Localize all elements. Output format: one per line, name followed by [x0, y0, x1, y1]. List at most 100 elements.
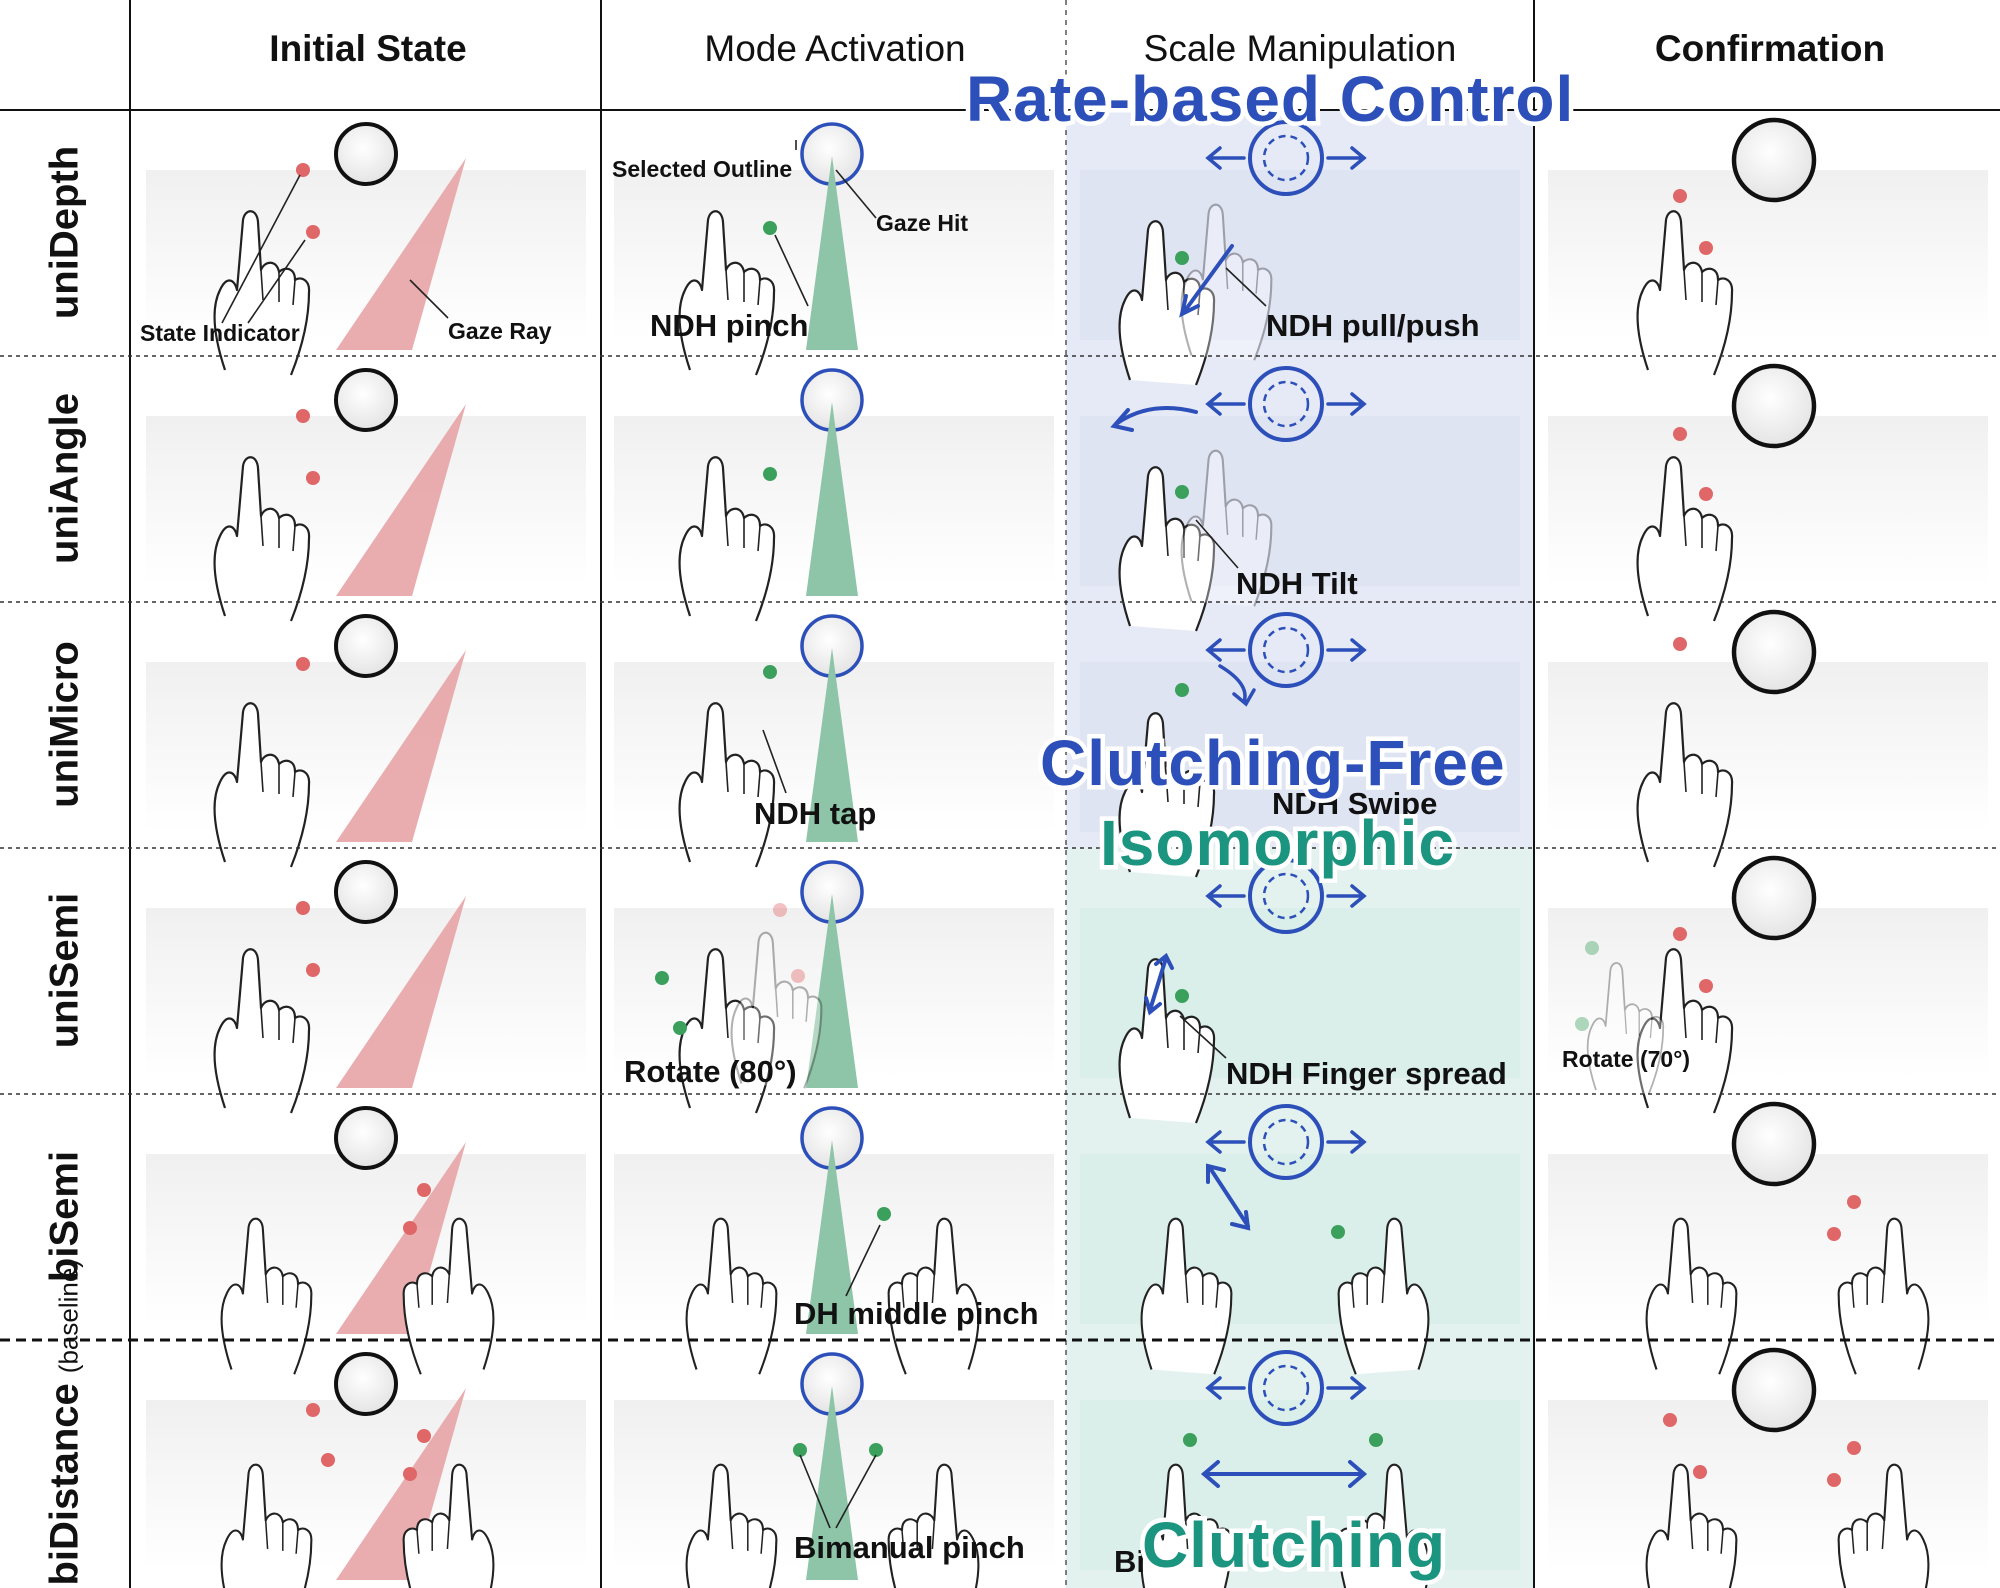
hand-outline	[1180, 203, 1273, 361]
target-sphere-icon	[334, 1352, 398, 1416]
fingertip-dot	[791, 969, 805, 983]
hand-finger-lines	[260, 1007, 296, 1044]
hand-finger-lines	[260, 515, 296, 552]
scale-inner-ring	[1262, 134, 1310, 182]
scale-arrows-icon	[1205, 638, 1367, 662]
hand-finger-lines	[1165, 771, 1201, 808]
mode-ray-icon	[806, 648, 858, 842]
banner-rate-based-control: Rate-based Control	[961, 59, 1577, 140]
fingertip-dot	[296, 901, 310, 915]
scale-inner-ring	[1262, 1118, 1310, 1166]
hand-finger-lines	[1851, 1520, 1886, 1554]
fingertip-dot	[321, 1453, 335, 1467]
hand-gesture-icon	[1837, 1217, 1930, 1375]
target-sphere-icon	[1731, 609, 1817, 695]
hand-finger-lines	[725, 515, 761, 552]
hand-finger-lines	[729, 1274, 764, 1308]
fingertip-dot	[763, 665, 777, 679]
leader-line	[221, 174, 301, 324]
hand-gesture-icon	[730, 931, 823, 1089]
hand-finger-lines	[1165, 1017, 1201, 1054]
fingertip-dot	[1183, 1433, 1197, 1447]
drawings	[213, 117, 1930, 1588]
scale-inner-ring	[1262, 872, 1310, 920]
hand-gesture-icon	[1140, 1463, 1233, 1588]
fingertip-dot	[306, 471, 320, 485]
fingertip-dot	[673, 1021, 687, 1035]
header-confirmation: Confirmation	[1654, 28, 1886, 69]
scale-arrows-icon	[1205, 1376, 1367, 1400]
hand-finger-lines	[1683, 269, 1719, 306]
scale-inner-ring	[1262, 1364, 1310, 1412]
hand-gesture-icon	[1118, 958, 1216, 1124]
caption-ndh-pull-push: NDH pull/push	[1266, 308, 1480, 343]
leader-line	[247, 239, 306, 324]
scale-outer-ring	[1248, 612, 1324, 688]
leader-line	[1225, 267, 1267, 307]
hand-finger-lines	[901, 1274, 936, 1308]
leader-line	[762, 729, 787, 794]
scale-outer-ring	[1248, 1104, 1324, 1180]
hand-gesture-icon	[1636, 456, 1734, 622]
tilt-arrow-icon	[1110, 406, 1198, 432]
hand-finger-lines	[260, 761, 296, 798]
leader-line	[845, 1224, 881, 1297]
fingertip-dot	[1585, 941, 1599, 955]
mode-ray-icon	[806, 1386, 858, 1580]
fingertip-dot	[1673, 637, 1687, 651]
banner-clutching: Clutching	[1137, 1505, 1449, 1586]
caption-ndh-tap: NDH tap	[754, 796, 877, 831]
hand-finger-lines	[1224, 260, 1259, 294]
hand-gesture-icon	[213, 948, 311, 1114]
target-sphere-icon	[1731, 1347, 1817, 1433]
hand-finger-lines	[1624, 1009, 1653, 1039]
target-sphere-icon	[1731, 1101, 1817, 1187]
fingertip-dot	[296, 409, 310, 423]
target-sphere-icon	[334, 122, 398, 186]
hand-gesture-icon	[220, 1463, 313, 1588]
mode-ray-icon	[806, 894, 858, 1088]
caption-rotate-70: Rotate (70°)	[1562, 1046, 1691, 1072]
target-sphere-icon	[334, 1106, 398, 1170]
hand-finger-lines	[1683, 515, 1719, 552]
gaze-ray-icon	[336, 650, 466, 842]
hand-finger-lines	[901, 1520, 936, 1554]
caption-dh-middle-pinch: DH middle pinch	[794, 1296, 1039, 1331]
fingertip-dot	[417, 1183, 431, 1197]
banner-clutching-free: Clutching-Free	[1036, 723, 1510, 804]
caption-state-indicator: State Indicator	[140, 320, 300, 346]
hand-gesture-icon	[1180, 203, 1273, 361]
hand-finger-lines	[264, 1520, 299, 1554]
fingertip-dot	[1693, 1465, 1707, 1479]
caption-ndh-tilt: NDH Tilt	[1236, 566, 1358, 601]
fingertip-dot	[773, 903, 787, 917]
fingertip-dot	[1175, 251, 1189, 265]
fingertip-dot	[763, 467, 777, 481]
hand-finger-lines	[1689, 1520, 1724, 1554]
hand-gesture-icon	[213, 702, 311, 868]
mode-ray-icon	[806, 1140, 858, 1334]
hand-finger-lines	[725, 761, 761, 798]
hand-gesture-icon	[1118, 220, 1216, 386]
fingertip-dot	[306, 963, 320, 977]
fingertip-dot	[296, 163, 310, 177]
hand-gesture-icon	[1636, 210, 1734, 376]
target-sphere-icon	[1731, 363, 1817, 449]
hand-outline	[1586, 962, 1665, 1095]
scale-arrows-icon	[1205, 146, 1367, 170]
hand-gesture-icon	[887, 1217, 980, 1375]
fingertip-dot	[877, 1207, 891, 1221]
fingertip-dot	[1575, 1017, 1589, 1031]
scale-outer-ring	[1248, 858, 1324, 934]
hand-gesture-icon	[678, 210, 776, 376]
scale-arrows-icon	[1205, 1130, 1367, 1154]
fingertip-dot	[1175, 683, 1189, 697]
fingertip-dot	[1673, 927, 1687, 941]
hand-finger-lines	[725, 269, 761, 306]
fingertip-dot	[1827, 1473, 1841, 1487]
fingertip-dot	[1175, 485, 1189, 499]
gaze-ray-icon	[336, 404, 466, 596]
fingertip-dot	[1847, 1195, 1861, 1209]
gaze-ray-icon	[336, 158, 466, 350]
